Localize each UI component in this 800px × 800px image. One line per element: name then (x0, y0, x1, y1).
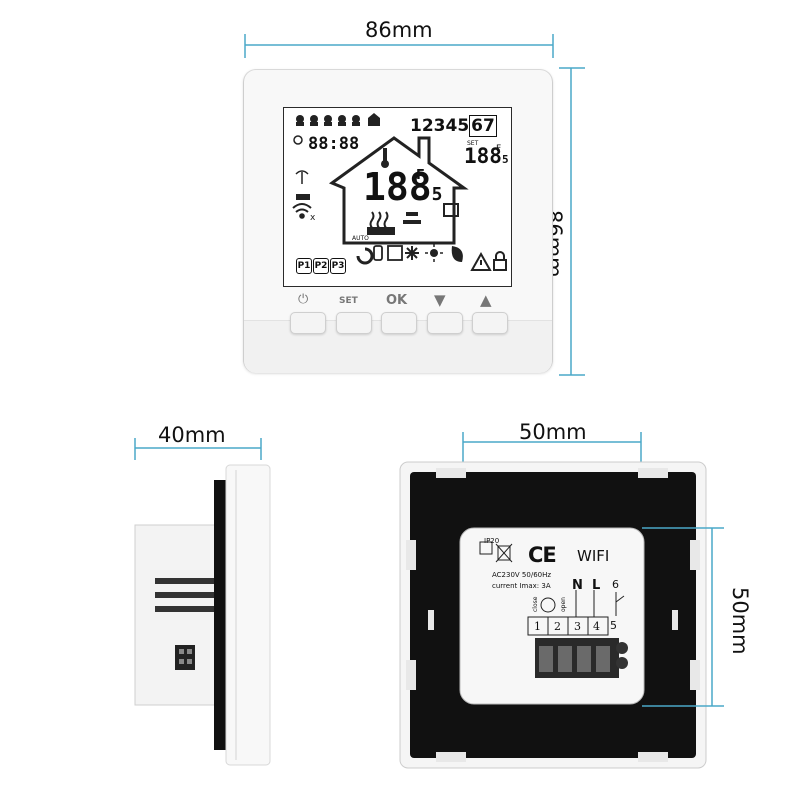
back-height-dimension (642, 527, 724, 707)
ip-rating: IP20 (484, 537, 500, 545)
lcd-main-unit: F (416, 168, 425, 183)
floor-icon (403, 212, 421, 224)
hand-icon (373, 245, 383, 261)
lcd-program-p3: P3 (330, 258, 346, 274)
warning-icon (470, 251, 492, 271)
neutral-label: N (572, 578, 583, 593)
side-terminal-block (175, 645, 195, 670)
lcd-graphics: x (292, 113, 507, 271)
sun-icon (425, 244, 443, 262)
down-arrow-icon: ▼ (434, 291, 446, 309)
holiday-icon (387, 245, 403, 261)
power-button[interactable] (290, 312, 326, 334)
window-icon (443, 203, 459, 217)
auto-icon (356, 247, 374, 265)
lcd-set-label: SET (467, 140, 479, 147)
ce-mark: CE (528, 543, 557, 567)
svg-text:x: x (310, 213, 316, 223)
wifi-icon (292, 203, 312, 219)
terminal-5-label: 5 (610, 619, 617, 632)
lcd-set-temp: 1885 (464, 144, 509, 168)
down-button[interactable] (427, 312, 463, 334)
live-label: L (592, 578, 601, 593)
back-height-label: 50mm (728, 587, 752, 655)
lcd-set-unit: F (496, 144, 502, 154)
mount-slots (406, 468, 700, 762)
terminal-4-label: 4 (593, 620, 600, 633)
ok-button-label: OK (386, 293, 408, 308)
terminal-1-label: 1 (534, 620, 541, 633)
back-width-label: 50mm (519, 420, 587, 444)
side-depth-label: 40mm (158, 423, 226, 447)
lcd-days-boxed: 67 (469, 115, 497, 137)
leaf-icon (451, 246, 463, 262)
heater-icon (296, 194, 310, 200)
side-depth-dimension (134, 438, 262, 460)
lcd-days-normal: 12345 (410, 116, 470, 136)
lcd-program-p1: P1 (296, 258, 312, 274)
lcd-main-temp: 1885 (363, 165, 443, 209)
lcd-clock: 88:88 (308, 134, 360, 154)
lock-icon (493, 251, 507, 271)
thermostat-back-view (399, 461, 707, 769)
terminal-3-label: 3 (574, 620, 581, 633)
power-rating: AC230V 50/60Hz (492, 571, 552, 579)
lcd-auto-label: AUTO (352, 235, 369, 242)
wifi-label: WIFI (577, 547, 610, 565)
set-button-label: SET (339, 296, 358, 306)
snowflake-icon (405, 246, 419, 260)
ok-button[interactable] (381, 312, 417, 334)
lcd-screen: x 12 (283, 107, 512, 287)
side-vents (155, 578, 215, 612)
power-icon: ⏻ (298, 292, 309, 307)
house-icon (328, 136, 469, 245)
open-label: open (560, 597, 567, 612)
thermostat-side-view (134, 464, 271, 766)
clock-icon (293, 135, 303, 145)
front-width-label: 86mm (365, 18, 433, 42)
terminal-6-label: 6 (612, 578, 619, 591)
set-button[interactable] (336, 312, 372, 334)
front-height-dimension (559, 67, 585, 376)
up-arrow-icon: ▲ (480, 291, 492, 309)
schedule-icons (296, 113, 380, 126)
front-width-dimension (244, 34, 554, 58)
terminal-2-label: 2 (554, 620, 561, 633)
heating-icon (367, 211, 395, 235)
up-button[interactable] (472, 312, 508, 334)
thermometer-icon (381, 148, 389, 168)
close-label: close (532, 596, 539, 612)
signal-icon (295, 170, 309, 184)
lcd-program-p2: P2 (313, 258, 329, 274)
current-rating: current Imax: 3A (492, 582, 551, 590)
